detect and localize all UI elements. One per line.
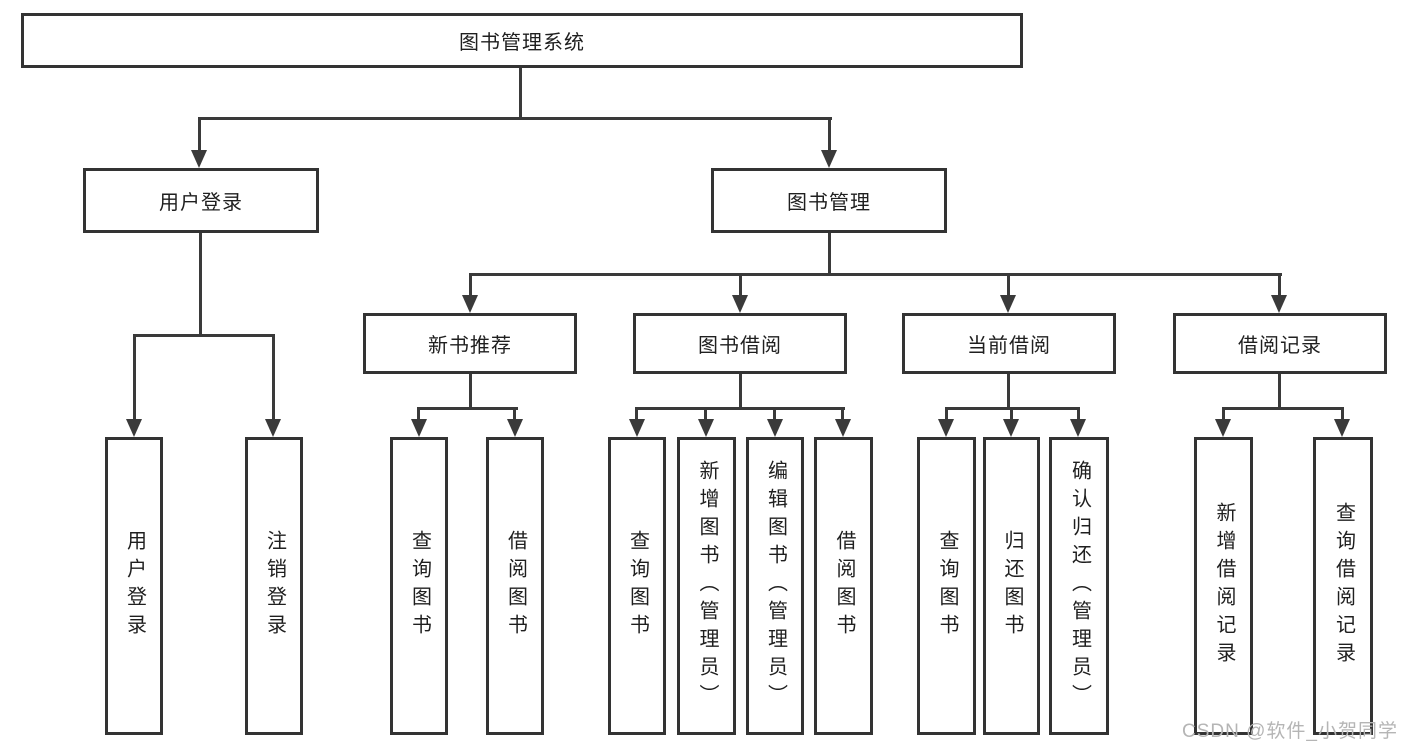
leaf-newbook-query-books: 查询图书 xyxy=(390,437,448,735)
leaf-borrowing-add-books-admin-label: 新增图书（管理员） xyxy=(696,460,718,712)
leaf-current-query-books-label: 查询图书 xyxy=(936,530,958,642)
leaf-newbook-borrow-books-label: 借阅图书 xyxy=(504,530,527,642)
leaf-records-query-record: 查询借阅记录 xyxy=(1313,437,1373,735)
connector-line xyxy=(513,407,516,421)
arrowhead-icon xyxy=(1000,295,1016,313)
leaf-records-add-record-label: 新增借阅记录 xyxy=(1213,502,1235,670)
arrowhead-icon xyxy=(191,150,207,168)
leaf-user-login-label: 用户登录 xyxy=(123,530,146,642)
node-new-book-recommend-label: 新书推荐 xyxy=(428,335,512,357)
connector-line xyxy=(1010,407,1013,421)
node-root-label: 图书管理系统 xyxy=(459,32,585,54)
node-borrow-records: 借阅记录 xyxy=(1173,313,1387,374)
arrowhead-icon xyxy=(462,295,478,313)
node-user-login: 用户登录 xyxy=(83,168,319,233)
arrowhead-icon xyxy=(821,150,837,168)
connector-line xyxy=(272,334,275,420)
connector-line xyxy=(1077,407,1080,421)
connector-line xyxy=(828,233,831,276)
leaf-current-confirm-return-admin-label: 确认归还（管理员） xyxy=(1068,460,1091,712)
leaf-logout-login-label: 注销登录 xyxy=(263,530,286,642)
connector-line xyxy=(704,407,707,421)
connector-line xyxy=(773,407,776,421)
connector-line xyxy=(199,233,202,337)
connector-line xyxy=(417,407,420,421)
arrowhead-icon xyxy=(1271,295,1287,313)
arrowhead-icon xyxy=(411,419,427,437)
connector-line xyxy=(1007,374,1010,410)
node-book-management: 图书管理 xyxy=(711,168,947,233)
leaf-current-return-books-label: 归还图书 xyxy=(1001,530,1023,642)
leaf-borrowing-add-books-admin: 新增图书（管理员） xyxy=(677,437,736,735)
connector-line xyxy=(1222,407,1344,410)
arrowhead-icon xyxy=(629,419,645,437)
leaf-logout-login: 注销登录 xyxy=(245,437,303,735)
node-book-management-label: 图书管理 xyxy=(787,192,871,214)
node-new-book-recommend: 新书推荐 xyxy=(363,313,577,374)
arrowhead-icon xyxy=(767,419,783,437)
leaf-current-confirm-return-admin: 确认归还（管理员） xyxy=(1049,437,1109,735)
connector-line xyxy=(739,273,742,297)
node-borrow-records-label: 借阅记录 xyxy=(1238,335,1322,357)
connector-line xyxy=(198,117,832,120)
connector-line xyxy=(417,407,518,410)
node-book-borrowing-label: 图书借阅 xyxy=(698,335,782,357)
leaf-records-query-record-label: 查询借阅记录 xyxy=(1332,502,1355,670)
connector-line xyxy=(1341,407,1344,421)
connector-line xyxy=(828,117,831,151)
arrowhead-icon xyxy=(732,295,748,313)
node-user-login-label: 用户登录 xyxy=(159,192,243,214)
arrowhead-icon xyxy=(126,419,142,437)
connector-line xyxy=(1278,374,1281,410)
connector-line xyxy=(469,273,472,297)
connector-line xyxy=(519,68,522,120)
connector-line xyxy=(469,374,472,410)
leaf-current-query-books: 查询图书 xyxy=(917,437,976,735)
arrowhead-icon xyxy=(1003,419,1019,437)
leaf-borrowing-query-books: 查询图书 xyxy=(608,437,666,735)
connector-line xyxy=(635,407,845,410)
leaf-records-add-record: 新增借阅记录 xyxy=(1194,437,1253,735)
arrowhead-icon xyxy=(1334,419,1350,437)
connector-line xyxy=(1222,407,1225,421)
leaf-borrowing-borrow-books-label: 借阅图书 xyxy=(833,530,855,642)
leaf-borrowing-edit-books-admin-label: 编辑图书（管理员） xyxy=(764,460,787,712)
node-book-borrowing: 图书借阅 xyxy=(633,313,847,374)
connector-line xyxy=(1278,273,1281,297)
leaf-newbook-query-books-label: 查询图书 xyxy=(408,530,431,642)
connector-line xyxy=(133,334,275,337)
connector-line xyxy=(635,407,638,421)
arrowhead-icon xyxy=(1215,419,1231,437)
node-current-borrowing: 当前借阅 xyxy=(902,313,1116,374)
connector-line xyxy=(469,273,1282,276)
arrowhead-icon xyxy=(698,419,714,437)
connector-line xyxy=(945,407,948,421)
arrowhead-icon xyxy=(507,419,523,437)
node-current-borrowing-label: 当前借阅 xyxy=(967,335,1051,357)
connector-line xyxy=(133,334,136,420)
leaf-newbook-borrow-books: 借阅图书 xyxy=(486,437,544,735)
arrowhead-icon xyxy=(265,419,281,437)
csdn-watermark: CSDN @软件_小贺同学 xyxy=(1182,721,1398,742)
leaf-current-return-books: 归还图书 xyxy=(983,437,1040,735)
connector-line xyxy=(739,374,742,410)
connector-line xyxy=(1007,273,1010,297)
leaf-borrowing-query-books-label: 查询图书 xyxy=(626,530,649,642)
arrowhead-icon xyxy=(835,419,851,437)
arrowhead-icon xyxy=(938,419,954,437)
leaf-borrowing-edit-books-admin: 编辑图书（管理员） xyxy=(746,437,804,735)
leaf-borrowing-borrow-books: 借阅图书 xyxy=(814,437,873,735)
node-root: 图书管理系统 xyxy=(21,13,1023,68)
arrowhead-icon xyxy=(1070,419,1086,437)
connector-line xyxy=(198,117,201,151)
leaf-user-login: 用户登录 xyxy=(105,437,163,735)
connector-line xyxy=(841,407,844,421)
